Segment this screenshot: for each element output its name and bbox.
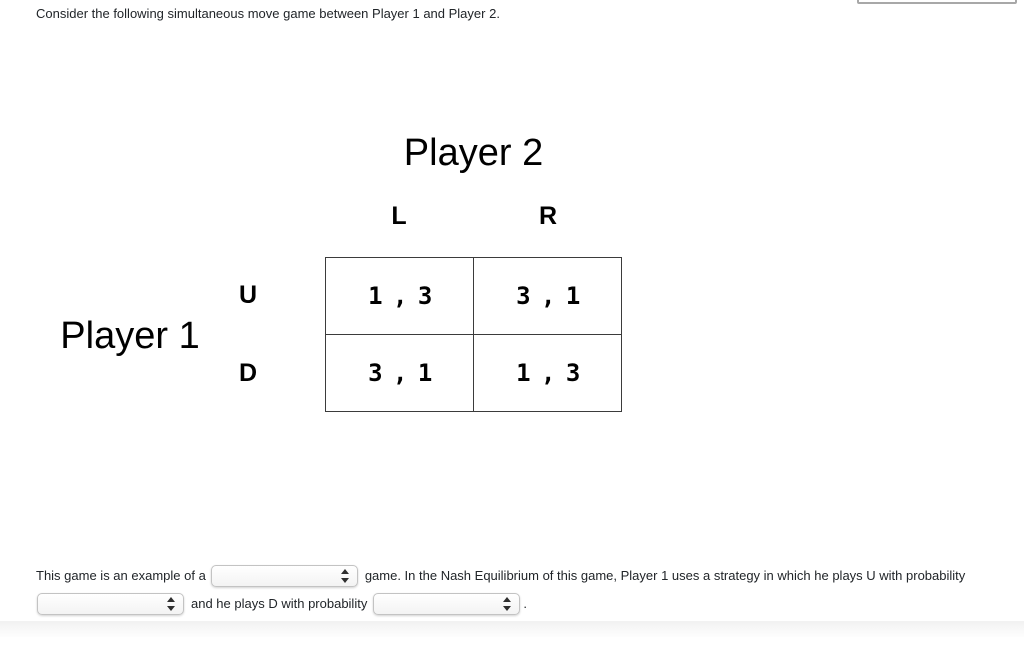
row-label-u: U (238, 281, 258, 309)
col-label-r: R (538, 202, 558, 230)
question-text-period: . (523, 596, 527, 611)
payoff-cell-ur: 3 , 1 (473, 258, 621, 335)
question-text-after-game-type: game. In the Nash Equilibrium of this ga… (364, 568, 966, 583)
updown-arrows-icon (167, 596, 176, 611)
updown-arrows-icon (503, 596, 512, 611)
question-text-before-game-type: This game is an example of a (36, 568, 206, 583)
question-line-1: This game is an example of a game. In th… (36, 563, 965, 588)
payoff-table: 1 , 3 3 , 1 3 , 1 1 , 3 (325, 257, 622, 412)
prob-u-select[interactable] (37, 592, 184, 615)
player2-label: Player 2 (403, 132, 544, 174)
game-type-select[interactable] (210, 564, 358, 587)
game-matrix-figure: Player 2 Player 1 L R U D 1 , 3 3 , 1 3 … (60, 132, 622, 412)
question-line-2: and he plays D with probability . (37, 591, 527, 616)
question-text-between-selects: and he plays D with probability (191, 596, 368, 611)
page-bottom-gradient (0, 621, 1024, 637)
payoff-cell-dr: 1 , 3 (516, 358, 580, 387)
col-label-l: L (391, 202, 407, 230)
payoff-cell-dl: 3 , 1 (326, 334, 474, 411)
row-label-d: D (238, 359, 258, 387)
payoff-cell-ul: 1 , 3 (326, 258, 474, 335)
instruction-text: Consider the following simultaneous move… (36, 6, 500, 21)
prob-d-select[interactable] (373, 592, 521, 615)
top-right-input-fragment[interactable] (857, 0, 1017, 4)
player1-label: Player 1 (60, 315, 200, 357)
updown-arrows-icon (340, 568, 350, 583)
